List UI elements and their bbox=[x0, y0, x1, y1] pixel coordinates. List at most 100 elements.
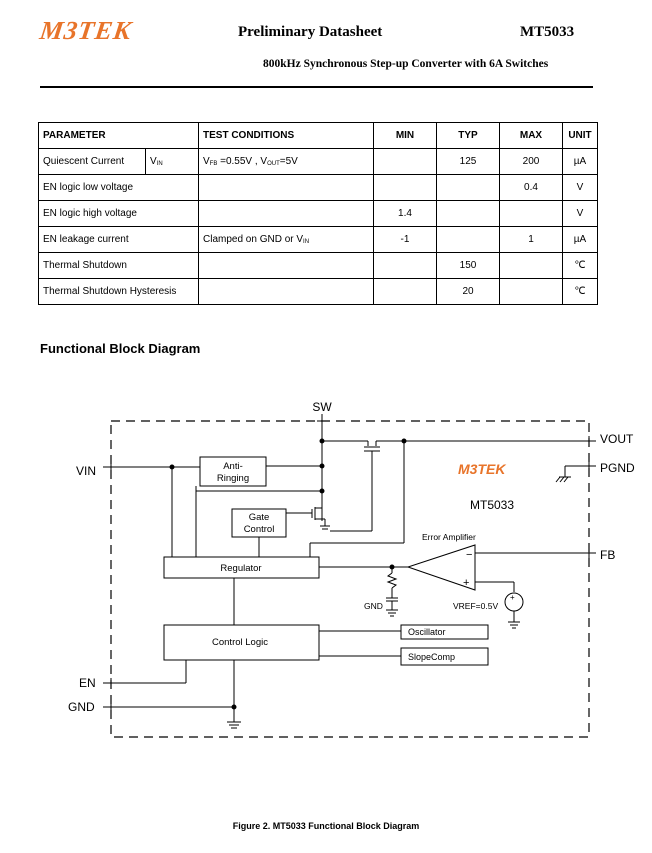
unit-cell: µA bbox=[562, 148, 598, 175]
symbol-main: V bbox=[150, 156, 157, 167]
unit-cell: ℃ bbox=[562, 278, 598, 305]
column-header: MAX bbox=[499, 122, 563, 149]
condition-cell: Clamped on GND or VIN bbox=[198, 226, 374, 253]
unit-cell: V bbox=[562, 200, 598, 227]
regulator-label: Regulator bbox=[220, 563, 261, 574]
symbol-cell: VIN bbox=[145, 148, 199, 175]
pin-fb-label: FB bbox=[600, 548, 615, 562]
chip-logo: M3TEK bbox=[458, 461, 506, 477]
unit-cell: ℃ bbox=[562, 252, 598, 279]
vref-ground-icon bbox=[508, 621, 520, 629]
condition-subscript: FB bbox=[209, 161, 218, 167]
typ-cell: 150 bbox=[436, 252, 500, 279]
ls-ground-icon bbox=[320, 525, 330, 530]
pin-en-label: EN bbox=[79, 676, 96, 690]
pin-sw-label: SW bbox=[312, 400, 332, 414]
parameter-cell: EN logic low voltage bbox=[38, 174, 199, 201]
table-row: EN leakage current Clamped on GND or VIN… bbox=[38, 226, 598, 253]
gate-control-label-2: Control bbox=[244, 524, 275, 535]
table-row: EN logic low voltage 0.4 V bbox=[38, 174, 598, 201]
slopecomp-label: SlopeComp bbox=[408, 652, 455, 662]
symbol-subscript: IN bbox=[156, 161, 163, 167]
anti-ringing-label-2: Ringing bbox=[217, 473, 249, 484]
company-logo: M3TEK bbox=[38, 16, 134, 45]
part-number: MT5033 bbox=[520, 24, 575, 40]
gnd-ground-icon bbox=[227, 721, 241, 729]
table-row: Thermal Shutdown 150 ℃ bbox=[38, 252, 598, 279]
parameter-cell: Quiescent Current bbox=[38, 148, 146, 175]
typ-cell bbox=[436, 226, 500, 253]
oscillator-label: Oscillator bbox=[408, 627, 446, 637]
pin-gnd-label: GND bbox=[68, 700, 95, 714]
typ-cell bbox=[436, 200, 500, 227]
table-header-row: PARAMETER TEST CONDITIONS MIN TYP MAX UN… bbox=[38, 122, 598, 149]
max-cell bbox=[499, 278, 563, 305]
unit-cell: V bbox=[562, 174, 598, 201]
min-cell: -1 bbox=[373, 226, 437, 253]
error-amplifier-triangle bbox=[406, 544, 476, 591]
comp-gnd-label: GND bbox=[364, 601, 383, 611]
parameter-cell: Thermal Shutdown bbox=[38, 252, 199, 279]
anti-ringing-block bbox=[199, 456, 267, 487]
column-header: TEST CONDITIONS bbox=[198, 122, 374, 149]
pin-vin-label: VIN bbox=[76, 464, 96, 478]
vref-label: VREF=0.5V bbox=[453, 601, 498, 611]
min-cell bbox=[373, 148, 437, 175]
table-row: Quiescent Current VIN VFB =0.55V , VOUT=… bbox=[38, 148, 598, 175]
max-cell: 1 bbox=[499, 226, 563, 253]
condition-cell bbox=[198, 252, 374, 279]
block-diagram: SW VIN EN GND VOUT PGND FB Anti- Ringing… bbox=[68, 400, 635, 738]
max-cell: 0.4 bbox=[499, 174, 563, 201]
section-title: Functional Block Diagram bbox=[40, 341, 201, 356]
gate-control-label-1: Gate bbox=[249, 512, 270, 523]
vref-plus-sign: + bbox=[510, 593, 515, 602]
chip-boundary bbox=[110, 420, 590, 738]
condition-cell: VFB =0.55V , VOUT=5V bbox=[198, 148, 374, 175]
column-header: TYP bbox=[436, 122, 500, 149]
typ-cell: 125 bbox=[436, 148, 500, 175]
condition-main: V bbox=[203, 156, 210, 167]
condition-cell bbox=[198, 200, 374, 227]
condition-subscript: IN bbox=[303, 239, 310, 245]
parameter-cell: EN logic high voltage bbox=[38, 200, 199, 227]
pin-vout-label: VOUT bbox=[600, 432, 634, 446]
pin-pgnd-label: PGND bbox=[600, 461, 635, 475]
condition-subscript-2: OUT bbox=[267, 161, 280, 167]
ea-minus-label: − bbox=[466, 549, 472, 561]
document-subtitle: 800kHz Synchronous Step-up Converter wit… bbox=[263, 58, 549, 70]
min-cell bbox=[373, 252, 437, 279]
parameter-cell: EN leakage current bbox=[38, 226, 199, 253]
error-amplifier-label: Error Amplifier bbox=[422, 532, 476, 542]
column-header: UNIT bbox=[562, 122, 598, 149]
typ-cell bbox=[436, 174, 500, 201]
max-cell bbox=[499, 252, 563, 279]
typ-cell: 20 bbox=[436, 278, 500, 305]
table-row: Thermal Shutdown Hysteresis 20 ℃ bbox=[38, 278, 598, 305]
column-header: PARAMETER bbox=[38, 122, 199, 149]
condition-rest: =0.55V , V bbox=[217, 156, 268, 167]
min-cell: 1.4 bbox=[373, 200, 437, 227]
electrical-characteristics-table: PARAMETER TEST CONDITIONS MIN TYP MAX UN… bbox=[38, 122, 598, 305]
comp-resistor-icon bbox=[386, 572, 398, 589]
control-logic-block bbox=[163, 624, 320, 661]
control-logic-label: Control Logic bbox=[212, 637, 268, 648]
pgnd-ground-icon bbox=[555, 476, 571, 483]
figure-caption: Figure 2. MT5033 Functional Block Diagra… bbox=[232, 821, 420, 831]
header-rule bbox=[40, 86, 593, 88]
min-cell bbox=[373, 278, 437, 305]
oscillator-block bbox=[400, 624, 489, 640]
column-header: MIN bbox=[373, 122, 437, 149]
anti-ringing-label-1: Anti- bbox=[223, 461, 243, 472]
max-cell bbox=[499, 200, 563, 227]
max-cell: 200 bbox=[499, 148, 563, 175]
condition-cell bbox=[198, 174, 374, 201]
chip-part-label: MT5033 bbox=[470, 498, 514, 512]
condition-main: Clamped on GND or V bbox=[203, 234, 304, 245]
document-title: Preliminary Datasheet bbox=[238, 24, 383, 40]
node-dot bbox=[319, 438, 325, 444]
min-cell bbox=[373, 174, 437, 201]
condition-cell bbox=[198, 278, 374, 305]
unit-cell: µA bbox=[562, 226, 598, 253]
slopecomp-block bbox=[400, 647, 489, 666]
condition-rest-2: =5V bbox=[279, 156, 298, 167]
